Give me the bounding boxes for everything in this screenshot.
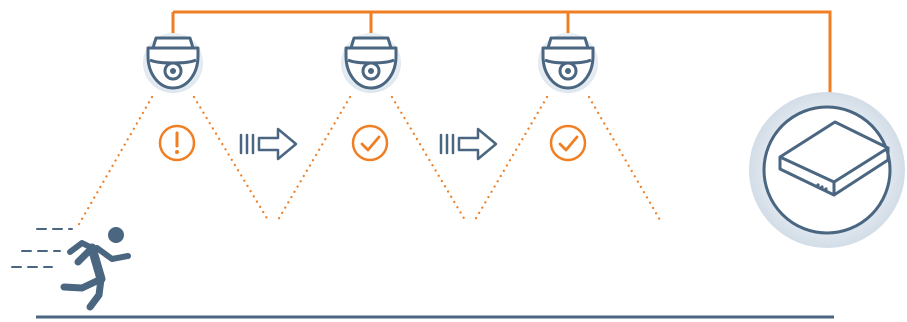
dome-camera-icon	[346, 38, 396, 88]
speed-lines	[12, 229, 72, 267]
running-person-icon	[64, 227, 128, 307]
checkmark-icon	[353, 126, 387, 160]
recorder-device	[749, 92, 905, 248]
field-of-view-cone	[78, 97, 268, 226]
exclamation-icon	[160, 126, 194, 160]
checkmark-icon	[551, 126, 585, 160]
handoff-arrow-icon	[241, 129, 296, 159]
dome-camera-icon	[543, 38, 593, 88]
running-person	[12, 227, 128, 307]
camera-1	[78, 33, 268, 226]
handoff-arrow-icon	[441, 129, 496, 159]
camera-2	[278, 33, 465, 220]
dome-camera-icon	[148, 38, 198, 88]
camera-3	[475, 33, 660, 220]
network-cable	[173, 12, 830, 100]
